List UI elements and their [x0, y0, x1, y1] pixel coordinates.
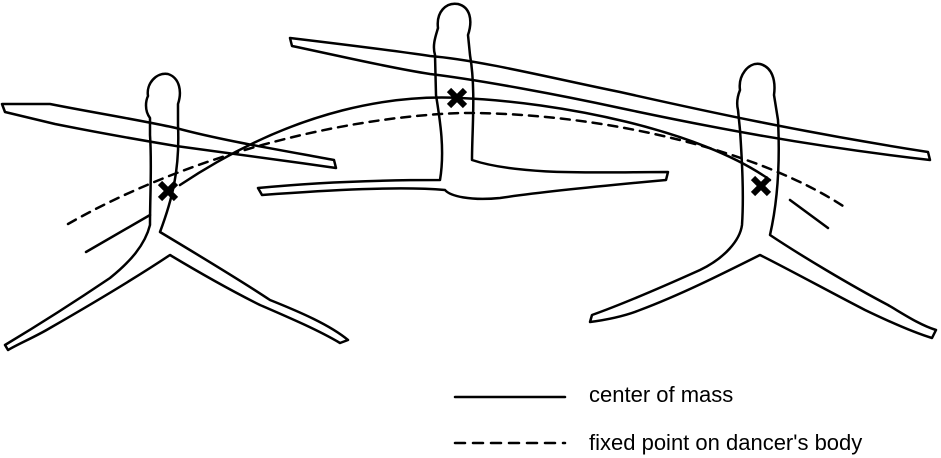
dancer-figure-1 [0, 72, 350, 352]
dancer-figure-3 [588, 62, 938, 340]
center-of-mass-path [178, 96, 772, 187]
legend-label-fixed-point: fixed point on dancer's body [589, 430, 863, 455]
x-marker-3 [750, 175, 772, 197]
x-marker-2 [446, 87, 468, 109]
dancer-figure-2 [256, 2, 932, 201]
x-marker-1 [157, 180, 179, 202]
legend-label-center-of-mass: center of mass [589, 382, 734, 407]
fixed-point-path [66, 111, 848, 226]
